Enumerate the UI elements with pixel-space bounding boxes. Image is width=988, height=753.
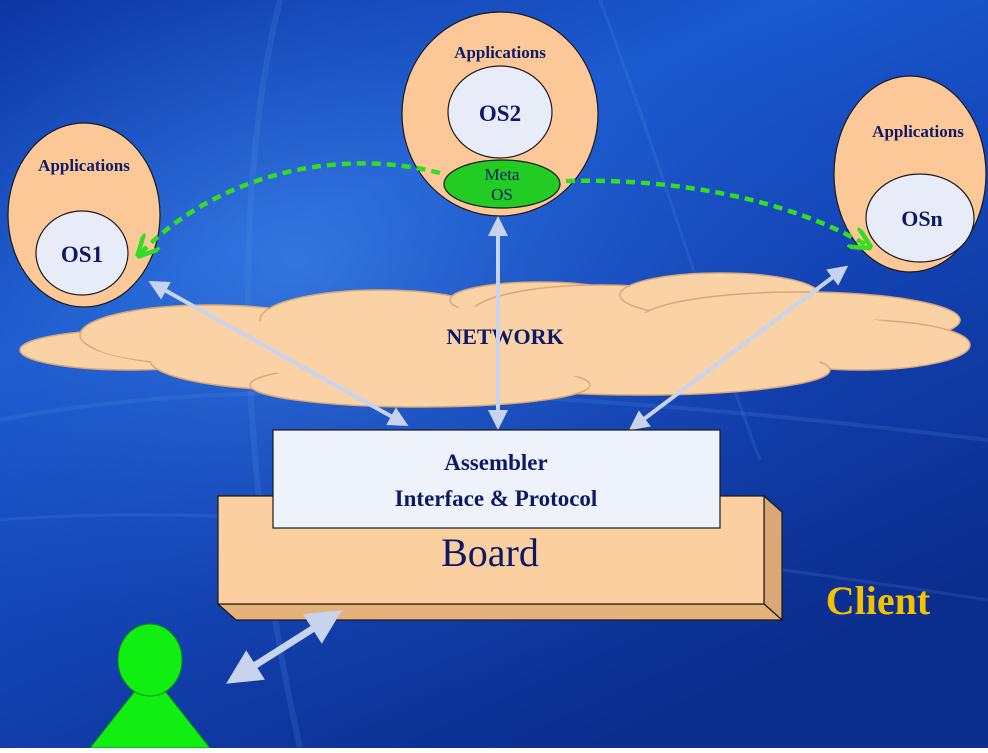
os2-kernel [447, 65, 553, 159]
assembler-panel [272, 429, 721, 529]
os1-applications-label: Applications [38, 156, 130, 175]
os1-kernel [35, 210, 129, 296]
node-os1: Applications OS1 [7, 122, 161, 308]
meta-os-line2: OS [491, 185, 513, 204]
osn-applications-label: Applications [872, 122, 964, 141]
arrow-os1-assembler [148, 281, 409, 426]
os2-label: OS2 [479, 101, 521, 126]
board-label: Board [441, 530, 539, 575]
user-icon [88, 623, 212, 749]
os1-label: OS1 [61, 242, 103, 267]
meta-os-line1: Meta [485, 165, 520, 184]
meta-os-badge [443, 159, 561, 209]
arrow-osn-assembler [628, 265, 849, 431]
assembler-line2: Interface & Protocol [395, 486, 598, 511]
osn-label: OSn [901, 206, 943, 231]
node-os2: Applications OS2 Meta OS [401, 11, 599, 217]
client-label: Client [826, 578, 931, 623]
meta-link-to-osn [565, 178, 868, 246]
osn-kernel [865, 173, 975, 263]
network-label: NETWORK [446, 324, 563, 349]
os2-applications-label: Applications [454, 43, 546, 62]
node-osn: Applications OSn [833, 75, 987, 273]
assembler-line1: Assembler [444, 450, 547, 475]
arrow-user-board [226, 610, 342, 684]
meta-link-to-os1 [140, 161, 441, 254]
